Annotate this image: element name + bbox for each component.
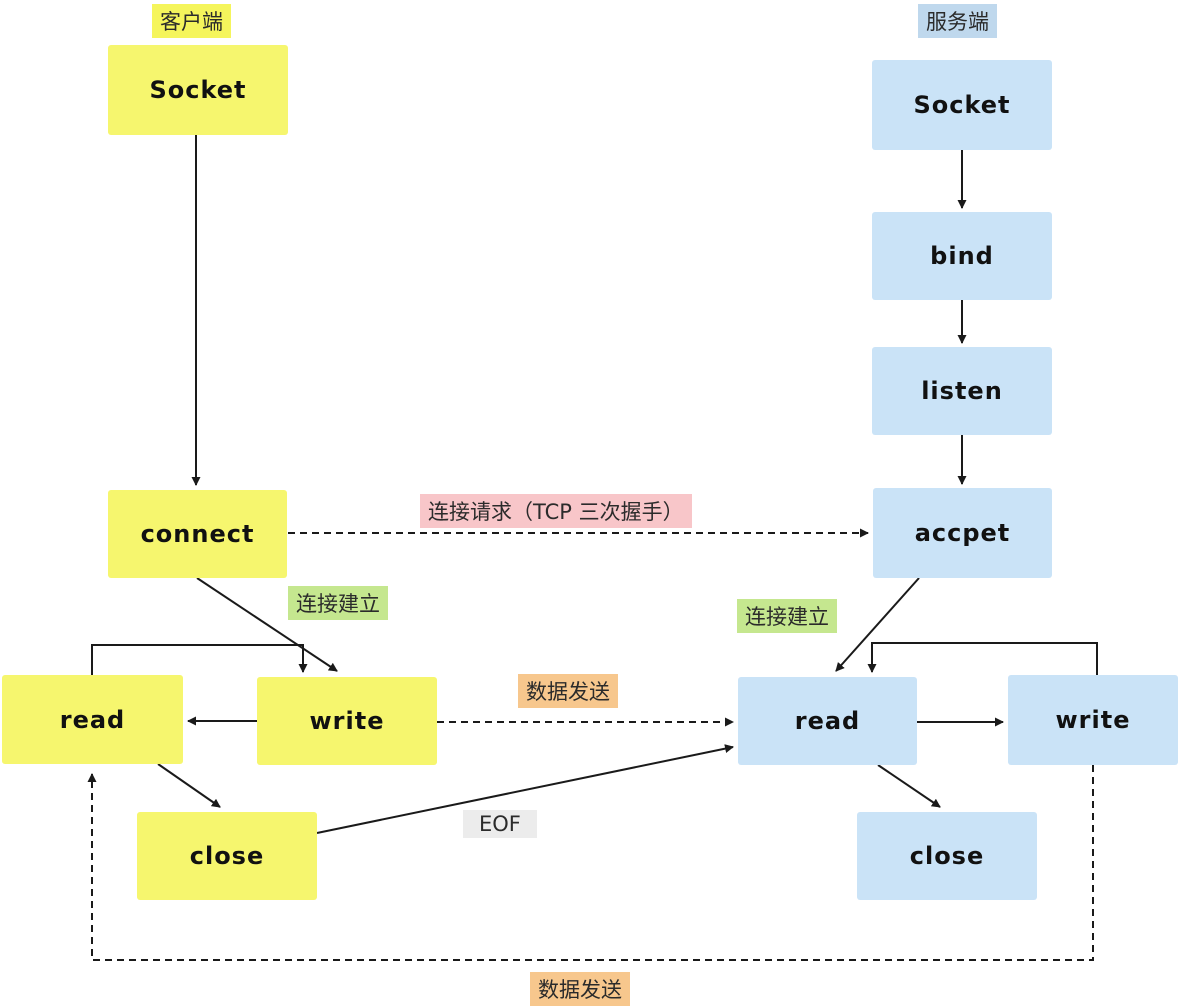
label-tcp-handshake: 连接请求（TCP 三次握手） xyxy=(420,494,692,528)
edge-server-read-to-close xyxy=(877,764,941,808)
edge-connect-to-client-write xyxy=(196,577,338,672)
edge-server-write-to-read-elbow xyxy=(867,642,1098,675)
label-data-send-forward: 数据发送 xyxy=(518,674,618,708)
edge-client-close-to-server-read-eof xyxy=(316,744,734,834)
label-data-send-backward: 数据发送 xyxy=(530,972,630,1006)
label-connection-established-server: 连接建立 xyxy=(737,599,837,633)
node-client-read: read xyxy=(2,675,183,764)
node-server-socket: Socket xyxy=(872,60,1052,150)
edge-accept-to-server-read xyxy=(835,577,920,672)
node-server-listen: listen xyxy=(872,347,1052,435)
node-server-accept: accpet xyxy=(873,488,1052,578)
edge-server-write-to-client-read-data xyxy=(87,765,1094,961)
edge-client-read-to-write-elbow xyxy=(91,644,308,675)
label-connection-established-client: 连接建立 xyxy=(288,586,388,620)
node-client-close: close xyxy=(137,812,317,900)
node-server-close: close xyxy=(857,812,1037,900)
node-server-bind: bind xyxy=(872,212,1052,300)
node-client-socket: Socket xyxy=(108,45,288,135)
edge-client-read-to-close xyxy=(157,763,221,808)
node-server-write: write xyxy=(1008,675,1178,765)
node-client-write: write xyxy=(257,677,437,765)
server-column-tag: 服务端 xyxy=(918,4,997,38)
label-eof: EOF xyxy=(463,810,537,838)
client-column-tag: 客户端 xyxy=(152,4,231,38)
node-server-read: read xyxy=(738,677,917,765)
node-client-connect: connect xyxy=(108,490,287,578)
